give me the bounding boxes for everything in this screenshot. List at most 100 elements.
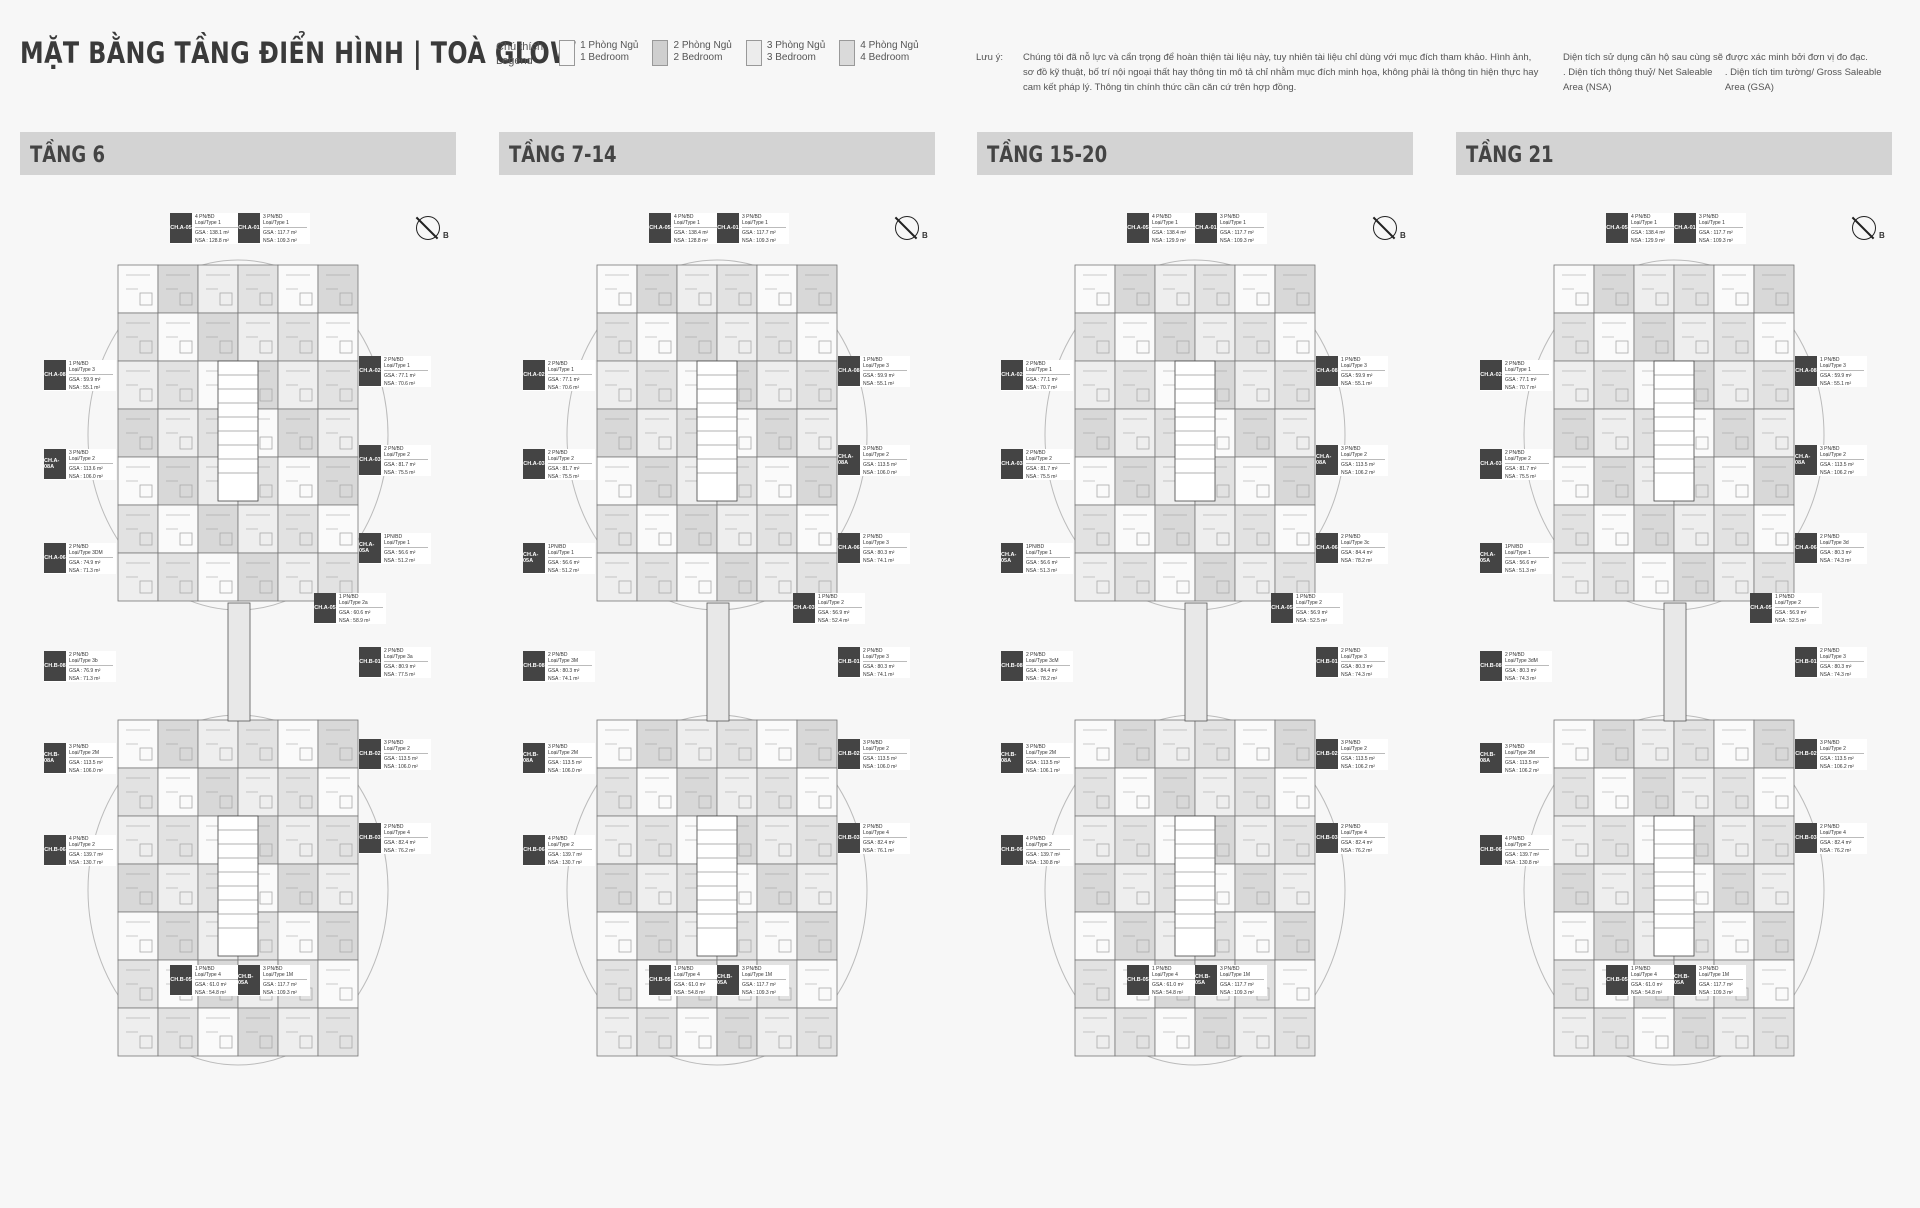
unit-type: 3 PN/BD Loại/Type 1M xyxy=(263,965,307,980)
floor-title: TẦNG 7-14 xyxy=(509,143,617,168)
unit-code: CH.A-05 xyxy=(1750,593,1772,623)
unit-info: 1 PN/BD Loại/Type 4 GSA : 61.0 m² NSA : 54… xyxy=(192,965,242,996)
unit-gsa: GSA : 117.7 m² xyxy=(1220,982,1254,988)
unit-code: CH.A-02 xyxy=(1480,360,1502,390)
unit-type: 4 PN/BD Loại/Type 1 xyxy=(1631,213,1675,228)
floor-panel-header: TẦNG 15-20 xyxy=(977,132,1413,175)
unit-gsa: GSA : 61.0 m² xyxy=(195,982,227,988)
unit-nsa: NSA : 55.1 m² xyxy=(69,385,101,391)
unit-nsa: NSA : 130.8 m² xyxy=(1026,860,1060,866)
unit-gsa: GSA : 117.7 m² xyxy=(1699,230,1733,236)
unit-code: CH.B-05A xyxy=(1195,965,1217,995)
unit-nsa: NSA : 106.0 m² xyxy=(69,474,103,480)
unit-gsa: GSA : 80.3 m² xyxy=(863,550,895,556)
unit-gsa: GSA : 59.9 m² xyxy=(1341,373,1373,379)
legend-swatch xyxy=(652,40,669,66)
unit-nsa: NSA : 106.1 m² xyxy=(1026,768,1060,774)
unit-nsa: NSA : 77.5 m² xyxy=(384,672,416,678)
legend: Chú thích Legend 1 Phòng Ngủ 1 Bedroom 2… xyxy=(496,40,933,68)
unit-nsa: NSA : 106.2 m² xyxy=(1505,768,1539,774)
unit-code: CH.A-02 xyxy=(359,356,381,386)
unit-nsa: NSA : 51.2 m² xyxy=(384,558,416,564)
unit-gsa: GSA : 139.7 m² xyxy=(69,852,104,858)
unit-type: 1 PN/BD Loại/Type 2 xyxy=(818,593,862,608)
unit-gsa: GSA : 113.5 m² xyxy=(1820,756,1854,762)
unit-code: CH.A-05A xyxy=(1480,543,1502,573)
unit-gsa: GSA : 139.7 m² xyxy=(1505,852,1540,858)
disclaimer-notes: Lưu ý: Chúng tôi đã nỗ lực và cẩn trọng … xyxy=(976,50,1893,95)
unit-type: 2 PN/BD Loại/Type 4 xyxy=(384,823,428,838)
unit-type: 3 PN/BD Loại/Type 2 xyxy=(1820,445,1864,460)
unit-type: 2 PN/BD Loại/Type 3c xyxy=(1341,533,1385,548)
unit-type: 2 PN/BD Loại/Type 3b xyxy=(69,651,113,666)
unit-type: 1 PN/BD Loại/Type 3 xyxy=(1341,356,1385,371)
unit-nsa: NSA : 55.1 m² xyxy=(1820,381,1852,387)
north-compass-icon: B xyxy=(1373,216,1406,240)
unit-code: CH.A-05 xyxy=(1606,213,1628,243)
unit-type: 2 PN/BD Loại/Type 3d xyxy=(1820,533,1864,548)
unit-code: CH.A-01 xyxy=(1195,213,1217,243)
unit-code: CH.A-03 xyxy=(1001,449,1023,479)
unit-type: 2 PN/BD Loại/Type 1 xyxy=(384,356,428,371)
unit-nsa: NSA : 51.3 m² xyxy=(1026,568,1058,574)
unit-gsa: GSA : 59.9 m² xyxy=(69,377,101,383)
unit-gsa: GSA : 117.7 m² xyxy=(263,230,297,236)
unit-nsa: NSA : 54.8 m² xyxy=(674,990,706,996)
unit-nsa: NSA : 128.8 m² xyxy=(674,238,708,244)
unit-type: 1 PN/BD Loại/Type 4 xyxy=(195,965,239,980)
unit-gsa: GSA : 56.6 m² xyxy=(1026,560,1058,566)
unit-code: CH.A-02 xyxy=(523,360,545,390)
unit-gsa: GSA : 80.3 m² xyxy=(1820,664,1852,670)
unit-type: 4 PN/BD Loại/Type 2 xyxy=(69,835,113,850)
unit-type: 1 PN/BD Loại/Type 4 xyxy=(674,965,718,980)
unit-nsa: NSA : 54.8 m² xyxy=(195,990,227,996)
unit-nsa: NSA : 128.8 m² xyxy=(195,238,229,244)
unit-gsa: GSA : 113.5 m² xyxy=(1026,760,1060,766)
unit-nsa: NSA : 109.3 m² xyxy=(263,238,297,244)
unit-code: CH.A-08A xyxy=(44,449,66,479)
legend-label: 2 Phòng Ngủ 2 Bedroom xyxy=(673,40,732,63)
unit-gsa: GSA : 80.3 m² xyxy=(1505,668,1537,674)
unit-type: 2 PN/BD Loại/Type 1 xyxy=(1505,360,1549,375)
unit-gsa: GSA : 59.9 m² xyxy=(863,373,895,379)
unit-code: CH.B-03 xyxy=(1795,823,1817,853)
unit-nsa: NSA : 71.3 m² xyxy=(69,676,101,682)
legend-item-1-bedroom: 1 Phòng Ngủ 1 Bedroom xyxy=(559,40,638,66)
floor-panel-header: TẦNG 6 xyxy=(20,132,456,175)
unit-type: 4 PN/BD Loại/Type 1 xyxy=(195,213,239,228)
area-note: Diện tích sử dụng căn hộ sau cùng sẽ đượ… xyxy=(1562,52,1868,63)
